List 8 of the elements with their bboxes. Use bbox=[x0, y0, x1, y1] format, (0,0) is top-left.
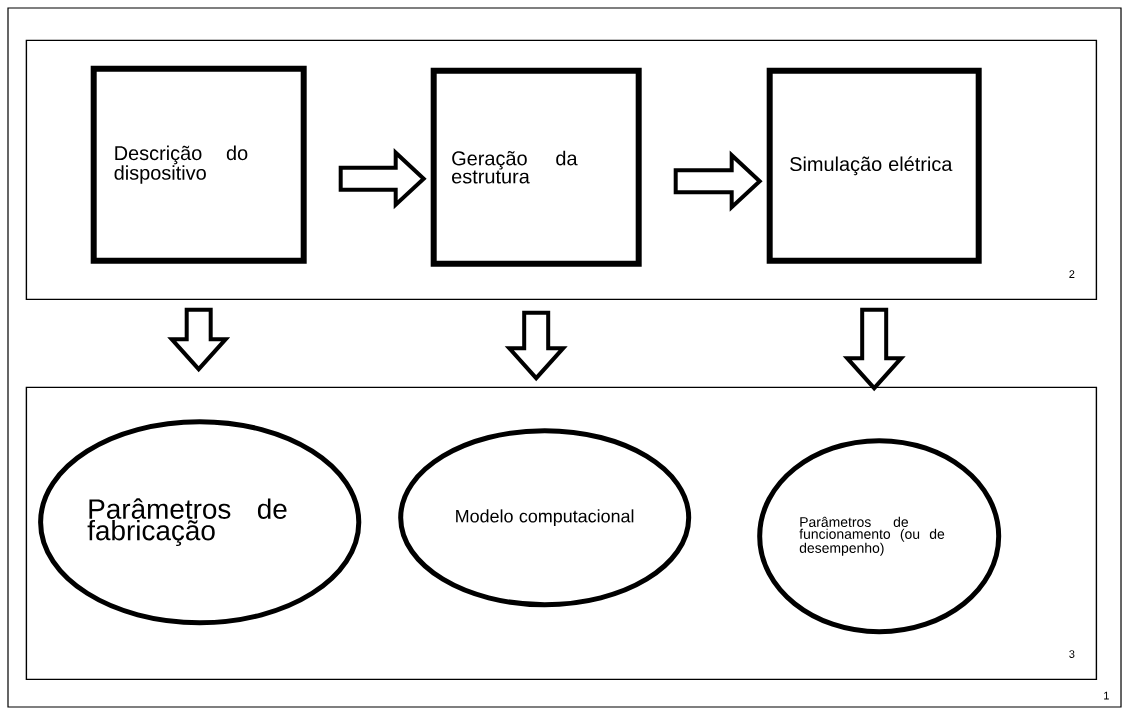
process-box: Descrição do dispositivo bbox=[90, 65, 307, 264]
block-arrow bbox=[842, 307, 906, 392]
process-box: Geração da estrutura bbox=[430, 67, 642, 267]
block-arrow bbox=[504, 310, 568, 382]
block-arrow bbox=[673, 150, 763, 212]
block-arrow bbox=[167, 307, 231, 373]
process-box: Simulação elétrica bbox=[766, 67, 982, 264]
block-arrow bbox=[338, 148, 427, 210]
